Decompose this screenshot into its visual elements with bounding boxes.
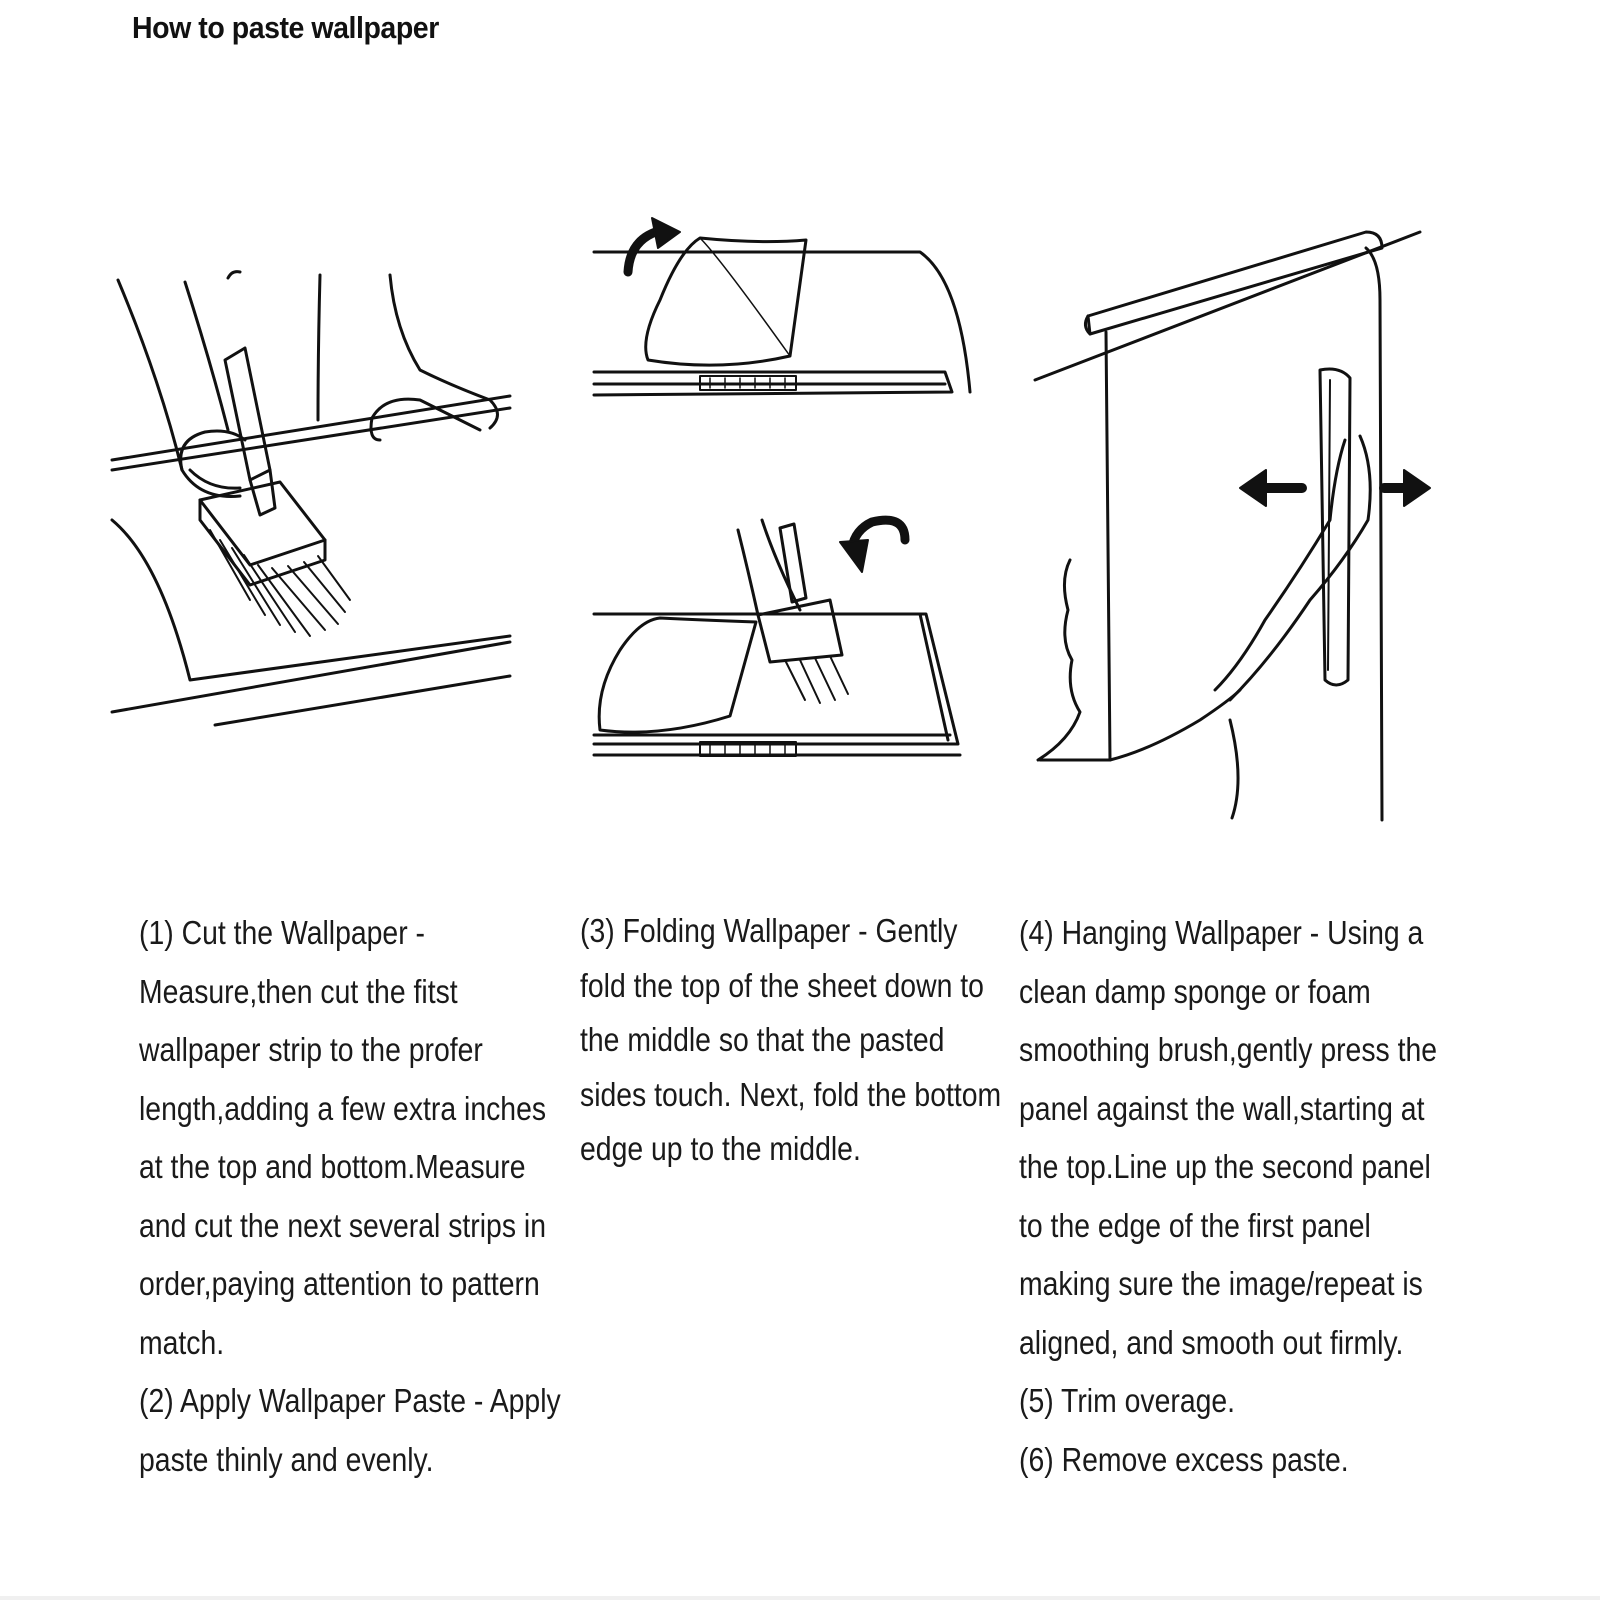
bottom-divider [0,1596,1600,1600]
curved-arrow-counterclockwise-icon [847,515,910,553]
text-line: (3) Folding Wallpaper - Gently [580,912,958,949]
text-line: edge up to the middle. [580,1130,861,1167]
text-line: making sure the image/repeat is [1019,1265,1423,1302]
text-line: to the edge of the first panel [1019,1206,1371,1244]
text-line: (5) Trim overage. [1019,1382,1236,1419]
text-line: at the top and bottom.Measure [139,1148,526,1185]
instructions-column-3: (4) Hanging Wallpaper - Using a clean da… [1019,904,1437,1489]
folding-bottom-illustration [592,515,962,757]
instructions-column-1: (1) Cut the Wallpaper - Measure,then cut… [139,904,561,1489]
text-line: the top.Line up the second panel [1019,1148,1431,1185]
text-line: the middle so that the pasted [580,1021,945,1058]
folding-top-illustration [592,217,972,397]
text-line: (1) Cut the Wallpaper - [139,914,426,951]
text-line: (4) Hanging Wallpaper - Using a [1019,914,1424,951]
illustrations [110,217,1431,822]
instructions-column-2: (3) Folding Wallpaper - Gently fold the … [580,904,1001,1177]
double-horizontal-arrow-icon [1239,469,1431,507]
text-line: clean damp sponge or foam [1019,972,1371,1010]
hanging-illustration [1033,230,1431,822]
pasting-illustration [110,270,512,727]
text-line: sides touch. Next, fold the bottom [580,1075,1002,1113]
text-line: match. [139,1323,225,1361]
text-line: (2) Apply Wallpaper Paste - Apply [139,1382,561,1419]
text-line: panel against the wall,starting at [1019,1089,1425,1127]
text-line: paste thinly and evenly. [139,1440,434,1478]
text-line: and cut the next several strips in [139,1206,546,1244]
text-line: (6) Remove excess paste. [1019,1440,1349,1478]
page-title: How to paste wallpaper [132,10,439,45]
text-line: Measure,then cut the fitst [139,972,458,1010]
text-line: order,paying attention to pattern [139,1265,540,1302]
text-line: smoothing brush,gently press the [1019,1031,1438,1068]
text-line: aligned, and smooth out firmly. [1019,1323,1404,1361]
text-line: fold the top of the sheet down to [580,966,984,1004]
text-line: length,adding a few extra inches [139,1089,547,1127]
text-line: wallpaper strip to the profer [139,1031,483,1068]
